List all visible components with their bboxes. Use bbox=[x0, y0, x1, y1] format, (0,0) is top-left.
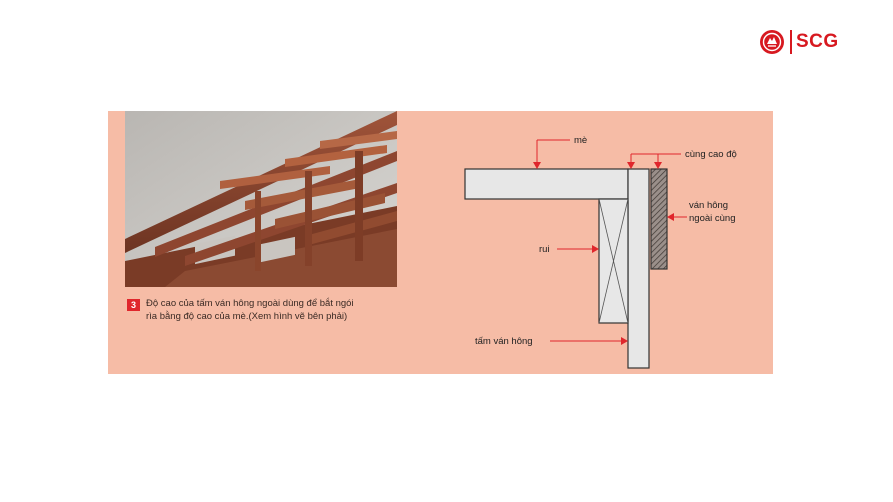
caption-number-badge: 3 bbox=[127, 299, 140, 311]
rafter-cross-line bbox=[598, 198, 629, 324]
outer-board-shape bbox=[650, 168, 668, 270]
batten-shape bbox=[464, 168, 629, 200]
scg-logo: SCG bbox=[759, 26, 859, 58]
label-van-hong-line2: ngoài cùng bbox=[689, 213, 735, 224]
side-board-shape bbox=[627, 168, 650, 369]
caption-text: Độ cao của tấm ván hông ngoài dùng để bắ… bbox=[146, 298, 354, 322]
arrow-down-icon bbox=[627, 162, 635, 169]
roof-rafter-photo bbox=[125, 111, 397, 287]
brand-name: SCG bbox=[796, 31, 839, 52]
arrow-right-icon bbox=[592, 245, 599, 253]
arrow-down-icon bbox=[654, 162, 662, 169]
label-me: mè bbox=[574, 135, 587, 146]
logo-separator bbox=[790, 30, 792, 54]
label-tam-van-hong: tấm ván hông bbox=[475, 336, 533, 347]
label-rui: rui bbox=[539, 244, 550, 255]
arrow-right-icon bbox=[621, 337, 628, 345]
label-van-hong-line1: ván hông bbox=[689, 200, 728, 211]
photo-caption: 3 Độ cao của tấm ván hông ngoài dùng để b… bbox=[127, 298, 367, 323]
arrow-left-icon bbox=[667, 213, 674, 221]
arrow-down-icon bbox=[533, 162, 541, 169]
roof-photo-illustration bbox=[125, 111, 397, 287]
lion-emblem-icon bbox=[760, 30, 784, 54]
label-cung-cao-do: cùng cao độ bbox=[685, 149, 737, 160]
roof-edge-diagram: mè cùng cao độ ván hông ngoài cùng rui t… bbox=[464, 135, 737, 369]
